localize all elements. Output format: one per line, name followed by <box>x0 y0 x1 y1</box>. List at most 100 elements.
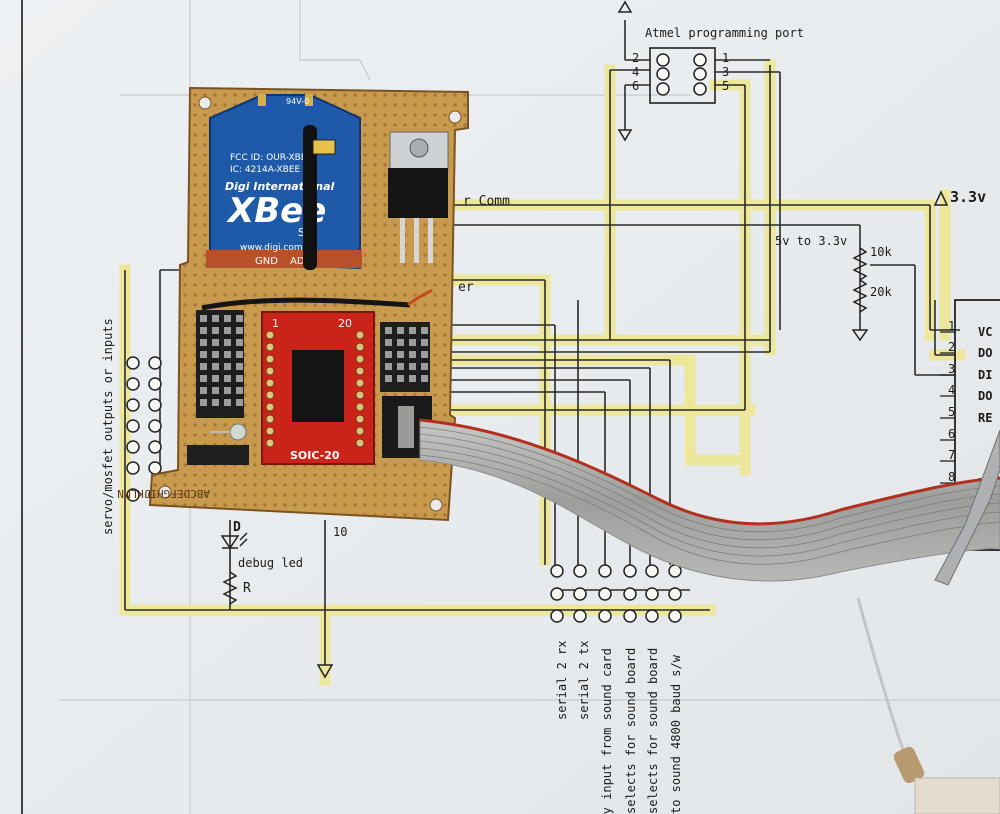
header-pin-lines <box>940 331 955 484</box>
header-pin <box>421 327 428 334</box>
header-pin <box>421 363 428 370</box>
bottom-label-serial-rx: serial 2 rx <box>555 641 569 720</box>
soic-pad <box>355 366 365 376</box>
led-resistor-symbol <box>222 571 238 605</box>
soic-label: SOIC-20 <box>290 449 340 462</box>
header-pin <box>200 375 207 382</box>
port-pin-2: 2 <box>632 51 639 65</box>
xbee-rating: 94V-0 <box>286 97 309 106</box>
header-pin <box>397 351 404 358</box>
xbee-gnd: GND <box>255 256 278 267</box>
header-pin <box>385 375 392 382</box>
led-resistor-designator: R <box>243 581 251 596</box>
soic-pad <box>265 378 275 388</box>
header-pin <box>224 327 231 334</box>
soic-pad <box>265 414 275 424</box>
header-pin <box>212 351 219 358</box>
header-pin <box>212 339 219 346</box>
header-pin <box>236 387 243 394</box>
header-pin <box>212 315 219 322</box>
pin-ten-label: 10 <box>333 525 347 539</box>
left-header-pads <box>126 356 162 502</box>
soic-pad <box>355 330 365 340</box>
bottom-label-serial-tx: serial 2 tx <box>577 641 591 720</box>
header-pin <box>236 363 243 370</box>
xbee-ic: IC: 4214A-XBEE <box>230 165 301 175</box>
header-pin <box>236 327 243 334</box>
programming-port-symbol <box>617 0 716 142</box>
port-pin-3: 3 <box>722 65 729 79</box>
xbee-module <box>206 94 362 270</box>
header-pin <box>212 363 219 370</box>
header-pin <box>409 351 416 358</box>
soic-pad <box>355 414 365 424</box>
soic-pad <box>355 354 365 364</box>
soic-pad <box>355 426 365 436</box>
soic-pad <box>265 402 275 412</box>
xbee-header-symbol <box>954 299 1000 551</box>
header-pin-4: 4 <box>948 383 955 397</box>
header-pin <box>212 399 219 406</box>
bottom-label-select-1: selects for sound board <box>624 648 638 814</box>
ribbon-red-stripe <box>419 418 1000 526</box>
header-name-dout: DO <box>978 346 992 360</box>
header-pin <box>385 327 392 334</box>
header-pin <box>397 375 404 382</box>
header-pin <box>200 327 207 334</box>
comm-label: r Comm <box>463 194 510 209</box>
header-pin <box>236 315 243 322</box>
soic-breakout <box>261 311 375 465</box>
soic-pad <box>265 342 275 352</box>
header-pin <box>224 351 231 358</box>
led-designator: D <box>233 520 241 535</box>
right-header-pins <box>385 327 428 382</box>
debug-led-symbol <box>220 532 248 550</box>
jumper-wire <box>303 125 317 270</box>
header-pin-8: 8 <box>948 470 955 484</box>
supply-arrow-icon <box>933 190 949 206</box>
ribbon-ridges <box>419 426 1000 565</box>
resistor-10k-label: 10k <box>870 245 892 259</box>
header-pin-5: 5 <box>948 405 955 419</box>
header-pin <box>224 339 231 346</box>
header-pin-6: 6 <box>948 427 955 441</box>
header-pin <box>385 363 392 370</box>
header-name-reset: RE <box>978 411 992 425</box>
bottom-label-baud: to sound 4800 baud s/w <box>669 654 683 814</box>
header-pin <box>409 363 416 370</box>
header-pin <box>212 327 219 334</box>
soic-pad <box>355 402 365 412</box>
header-pin <box>212 387 219 394</box>
soic-pad <box>265 438 275 448</box>
header-pin <box>397 327 404 334</box>
header-pin <box>224 315 231 322</box>
header-pin <box>421 375 428 382</box>
supply-label: 3.3v <box>950 188 986 206</box>
jumper-cap <box>312 139 336 155</box>
soic-pad <box>355 378 365 388</box>
header-pin <box>224 399 231 406</box>
header-pin <box>200 315 207 322</box>
header-name-din: DI <box>978 368 992 382</box>
header-pin <box>200 339 207 346</box>
header-pin <box>200 387 207 394</box>
bottom-ground-icon <box>316 664 334 679</box>
small-components <box>187 423 249 465</box>
soic-pad <box>355 390 365 400</box>
left-header-label: servo/mosfet outputs or inputs <box>101 318 115 535</box>
bottom-label-busy: busy input from sound card <box>600 648 614 814</box>
soic-pad <box>265 366 275 376</box>
header-pin <box>385 339 392 346</box>
board-edge-letters: ABCDEFGHIJKLMN <box>117 487 210 500</box>
divider-label: 5v to 3.3v <box>775 234 847 248</box>
header-pin <box>397 339 404 346</box>
probe-resistor <box>893 746 925 784</box>
orange-wire <box>407 288 434 307</box>
header-pin <box>224 375 231 382</box>
left-header-pins <box>200 315 243 406</box>
metal-clip <box>934 429 1000 586</box>
header-pin <box>224 363 231 370</box>
header-pin <box>200 351 207 358</box>
soic-pad <box>265 390 275 400</box>
header-pin <box>409 339 416 346</box>
